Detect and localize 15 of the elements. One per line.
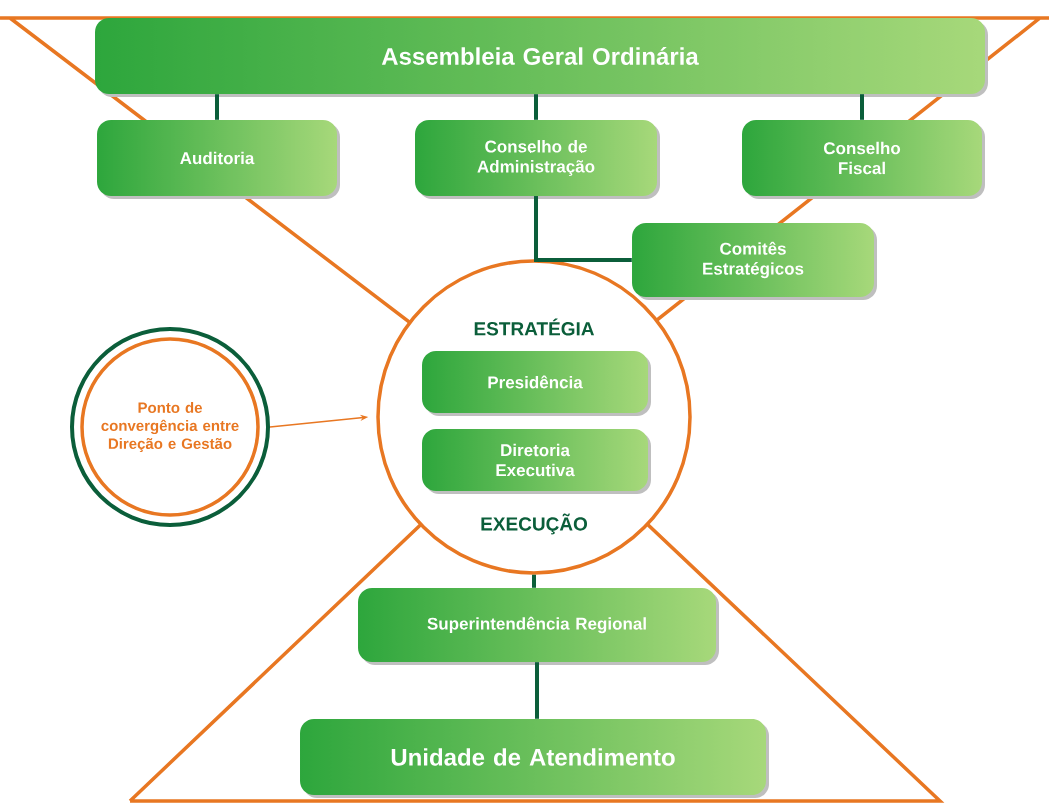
org-box: Comitês Estratégicos (632, 223, 877, 300)
org-box: Superintendência Regional (358, 588, 719, 665)
title-box: Assembleia Geral Ordinária (95, 18, 988, 97)
org-box: Diretoria Executiva (422, 429, 651, 494)
connector-line (535, 662, 539, 719)
org-box: Conselho Fiscal (742, 120, 985, 199)
connector-line (860, 94, 864, 120)
connector-line (532, 574, 536, 588)
org-box: Conselho de Administração (415, 120, 660, 199)
org-box: Presidência (422, 351, 651, 416)
connector-line (215, 94, 219, 120)
org-box: Unidade de Atendimento (300, 719, 769, 798)
connector-line (534, 196, 632, 262)
connector-line (534, 94, 538, 120)
org-box: Auditoria (97, 120, 340, 199)
